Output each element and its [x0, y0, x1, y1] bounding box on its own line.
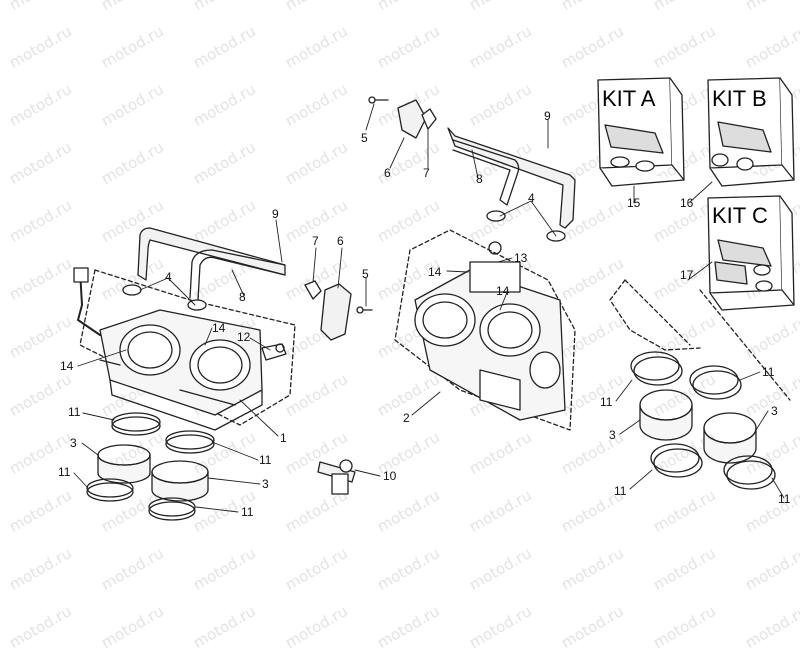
callout-16: 16 — [680, 196, 694, 210]
callout-8: 8 — [239, 290, 246, 304]
callout-3: 3 — [262, 477, 269, 491]
callout-7: 7 — [423, 166, 430, 180]
watermark-text: motod.ru — [742, 602, 800, 652]
callout-15: 15 — [627, 196, 641, 210]
callout-5: 5 — [361, 131, 368, 145]
callout-6: 6 — [384, 166, 391, 180]
fitting-part — [317, 459, 356, 495]
callout-3: 3 — [70, 436, 77, 450]
clamps-left — [86, 412, 215, 521]
callout-9: 9 — [272, 207, 279, 221]
callout-11: 11 — [58, 465, 71, 479]
callout-14: 14 — [212, 321, 226, 335]
sensor-parts — [304, 96, 437, 341]
clamps-right — [609, 279, 791, 490]
callout-12: 12 — [237, 330, 251, 344]
kit-boxes — [597, 77, 795, 311]
watermark-text: motod.ru — [98, 602, 167, 652]
callout-2: 2 — [403, 411, 410, 425]
kit-c-label: KIT C — [712, 203, 768, 228]
callout-4: 4 — [165, 270, 172, 284]
leader-lines — [73, 103, 785, 513]
watermark-text: motod.ru — [374, 602, 443, 652]
throttle-body-left — [73, 267, 296, 431]
callout-10: 10 — [383, 469, 397, 483]
callout-11: 11 — [778, 492, 791, 506]
callout-14: 14 — [428, 265, 442, 279]
hose-set-left — [137, 227, 286, 301]
watermark-text: motod.ru — [558, 602, 627, 652]
hose-set-right — [447, 127, 576, 229]
callout-4: 4 — [528, 191, 535, 205]
clamp-small — [122, 210, 566, 311]
callout-1: 1 — [280, 431, 287, 445]
watermark-text: motod.ru — [282, 602, 351, 652]
callout-5: 5 — [362, 267, 369, 281]
watermark-text: motod.ru — [190, 602, 259, 652]
watermark-text: motod.ru — [466, 602, 535, 652]
callout-11: 11 — [68, 405, 81, 419]
parts-diagram — [73, 77, 795, 521]
callout-14: 14 — [60, 359, 74, 373]
callout-11: 11 — [762, 365, 775, 379]
watermark-text: motod.ru — [6, 602, 75, 652]
callout-6: 6 — [337, 234, 344, 248]
callout-11: 11 — [259, 453, 272, 467]
callout-3: 3 — [771, 404, 778, 418]
callout-9: 9 — [544, 109, 551, 123]
callout-11: 11 — [614, 484, 627, 498]
watermark-text: motod.ru — [650, 602, 719, 652]
callout-7: 7 — [312, 234, 319, 248]
callout-14: 14 — [496, 284, 510, 298]
callout-13: 13 — [514, 251, 528, 265]
callout-3: 3 — [609, 428, 616, 442]
callout-11: 11 — [241, 505, 254, 519]
throttle-body-right — [394, 229, 576, 431]
callout-8: 8 — [476, 172, 483, 186]
kit-a-label: KIT A — [602, 86, 656, 111]
callout-11: 11 — [600, 395, 613, 409]
kit-b-label: KIT B — [712, 86, 767, 111]
callout-17: 17 — [680, 268, 694, 282]
